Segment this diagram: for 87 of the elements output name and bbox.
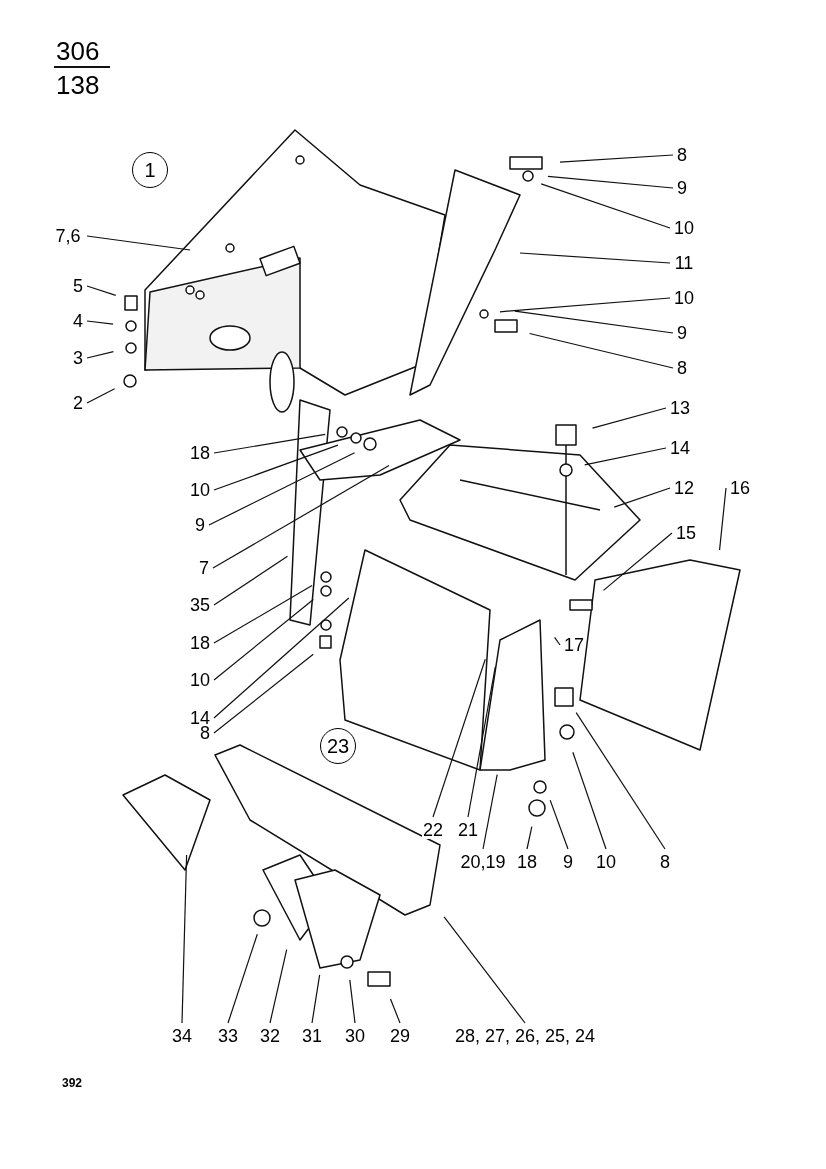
leader-line: [208, 452, 356, 526]
leader-line: [549, 799, 569, 850]
callout-number: 29: [389, 1027, 411, 1045]
leader-line: [554, 636, 561, 646]
leader-line: [591, 407, 667, 429]
callout-number: 15: [675, 524, 697, 542]
callout-number: 13: [669, 399, 691, 417]
callout-number: 20,19: [459, 853, 507, 871]
leader-line: [181, 854, 188, 1024]
leader-line: [432, 658, 486, 818]
callout-number: 12: [673, 479, 695, 497]
leader-line: [547, 175, 674, 189]
leader-line: [602, 532, 673, 591]
leader-line: [499, 297, 671, 313]
leader-line: [213, 597, 350, 719]
leader-line: [213, 444, 339, 491]
leader-line: [519, 252, 671, 264]
callout-number: 31: [301, 1027, 323, 1045]
callout-number: 16: [729, 479, 751, 497]
callout-number: 2: [72, 394, 84, 412]
leader-line: [718, 487, 727, 551]
callout-number: 9: [676, 324, 688, 342]
callout-number: 14: [189, 709, 211, 727]
leader-line: [540, 183, 671, 229]
callout-number: 28, 27, 26, 25, 24: [453, 1027, 597, 1045]
callout-number: 5: [72, 277, 84, 295]
leader-line: [575, 711, 666, 850]
callout-number: 10: [595, 853, 617, 871]
leader-line: [86, 320, 114, 325]
callout-number: 9: [562, 853, 574, 871]
circled-group-number: 1: [132, 152, 168, 188]
leader-line: [526, 826, 533, 850]
page-number: 306: [56, 38, 100, 64]
leader-line: [572, 751, 607, 850]
callout-number: 3: [72, 349, 84, 367]
leader-line: [613, 487, 671, 508]
leader-line: [443, 916, 526, 1024]
callout-number: 10: [673, 219, 695, 237]
circled-group-number: 23: [320, 728, 356, 764]
leader-line: [311, 974, 321, 1024]
callout-number: 14: [669, 439, 691, 457]
callout-number: 32: [259, 1027, 281, 1045]
leader-line: [514, 310, 674, 334]
callout-number: 35: [189, 596, 211, 614]
leader-line: [269, 949, 288, 1024]
callout-number: 11: [673, 254, 695, 272]
callout-number: 8: [199, 724, 211, 742]
callout-number: 18: [516, 853, 538, 871]
callout-number: 7,6: [54, 227, 82, 245]
leader-line: [213, 598, 314, 681]
leader-line: [559, 154, 674, 163]
leader-line: [467, 666, 496, 818]
leader-line: [213, 555, 289, 606]
page-number: 138: [56, 72, 100, 98]
leader-line: [213, 653, 314, 734]
leader-line: [86, 350, 115, 359]
callout-number: 18: [189, 444, 211, 462]
leader-line: [212, 464, 390, 569]
callout-number: 4: [72, 312, 84, 330]
callout-number: 22: [422, 821, 444, 839]
leader-line: [86, 235, 191, 251]
leader-line: [213, 433, 326, 454]
page-number: 392: [62, 1077, 83, 1089]
callout-number: 10: [189, 481, 211, 499]
callout-number: 9: [676, 179, 688, 197]
callout-number: 34: [171, 1027, 193, 1045]
callout-number: 8: [676, 146, 688, 164]
callout-number: 18: [189, 634, 211, 652]
callout-number: 17: [563, 636, 585, 654]
callout-number: 21: [457, 821, 479, 839]
leader-line: [349, 979, 356, 1024]
callout-number: 10: [673, 289, 695, 307]
callout-number: 10: [189, 671, 211, 689]
leader-line: [529, 332, 674, 369]
leader-line: [584, 447, 667, 466]
leader-line: [227, 933, 258, 1024]
callout-number: 33: [217, 1027, 239, 1045]
leader-line: [213, 585, 313, 644]
leader-line: [86, 388, 116, 404]
leader-line: [86, 285, 117, 296]
callout-number: 30: [344, 1027, 366, 1045]
callout-number: 8: [659, 853, 671, 871]
leader-line: [389, 998, 401, 1024]
callout-number: 8: [676, 359, 688, 377]
callout-number: 9: [194, 516, 206, 534]
leader-line: [482, 774, 498, 850]
callout-number: 7: [198, 559, 210, 577]
